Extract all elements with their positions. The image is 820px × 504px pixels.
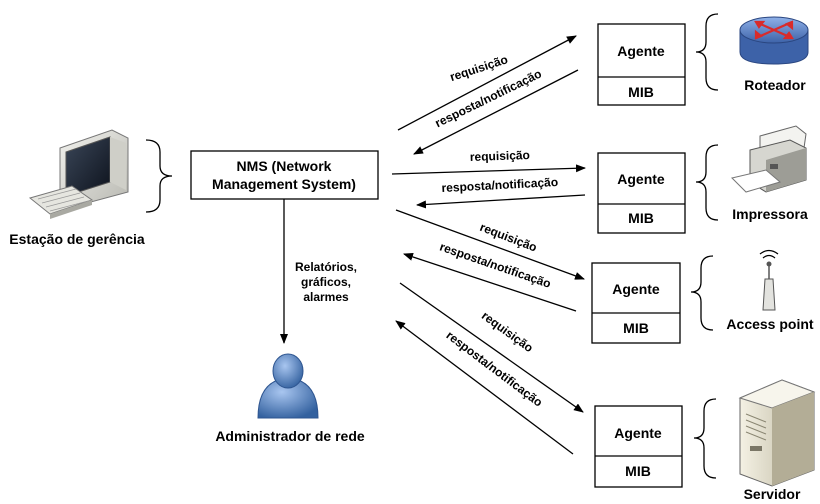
response-label-2: resposta/notificação: [441, 175, 558, 195]
request-label-1: requisição: [448, 52, 509, 84]
device-label-2: Impressora: [732, 206, 808, 222]
station-label: Estação de gerência: [9, 231, 145, 247]
agent-box-1: Agente MIB: [597, 23, 686, 106]
device-label-1: Roteador: [744, 77, 806, 93]
printer-icon: [731, 125, 807, 193]
access-point-icon: [759, 249, 779, 311]
nms-box: NMS (Network Management System): [190, 150, 379, 200]
agent-box-4: Agente MIB: [594, 405, 683, 488]
response-arrow-4: [395, 320, 574, 455]
agent-box-3: Agente MIB: [591, 262, 681, 344]
device-brace-1: [695, 13, 719, 91]
flow-2: requisição resposta/notificação: [391, 148, 586, 209]
request-label-3: requisição: [478, 220, 539, 255]
flow-3: requisição resposta/notificação: [395, 209, 585, 312]
device-brace-3: [690, 255, 714, 331]
nms-title-line1: NMS (Network: [237, 158, 332, 174]
reports-line1: Relatórios,: [295, 260, 357, 274]
device-brace-4: [693, 398, 717, 479]
request-arrow-1: [397, 35, 577, 131]
request-arrow-2: [391, 164, 586, 175]
request-label-2: requisição: [470, 148, 530, 164]
computer-icon: [28, 129, 129, 219]
station-brace: [145, 139, 173, 213]
reports-line2: gráficos,: [301, 275, 351, 289]
request-arrow-4: [399, 282, 584, 413]
router-icon: [739, 16, 809, 65]
agent-label-3: Agente: [612, 281, 660, 297]
mib-label-3: MIB: [623, 320, 649, 336]
mib-label-2: MIB: [628, 210, 654, 226]
response-arrow-2: [416, 194, 586, 209]
flow-4: requisição resposta/notificação: [395, 282, 584, 455]
response-arrow-3: [403, 253, 577, 312]
agent-label-4: Agente: [614, 425, 662, 441]
agent-label-2: Agente: [617, 171, 665, 187]
mib-label-1: MIB: [628, 84, 654, 100]
request-arrow-3: [395, 209, 585, 280]
reports-line3: alarmes: [303, 290, 349, 304]
server-icon: [738, 379, 816, 487]
mib-label-4: MIB: [625, 463, 651, 479]
device-label-4: Servidor: [744, 486, 801, 502]
agent-label-1: Agente: [617, 43, 665, 59]
user-icon: [257, 353, 319, 419]
response-arrow-1: [413, 69, 579, 155]
device-brace-2: [695, 144, 719, 221]
request-label-4: requisição: [479, 308, 536, 355]
agent-box-2: Agente MIB: [597, 152, 686, 234]
flow-1: requisição resposta/notificação: [397, 35, 579, 155]
admin-label: Administrador de rede: [215, 428, 365, 444]
device-label-3: Access point: [726, 316, 813, 332]
nms-title-line2: Management System): [212, 176, 356, 192]
